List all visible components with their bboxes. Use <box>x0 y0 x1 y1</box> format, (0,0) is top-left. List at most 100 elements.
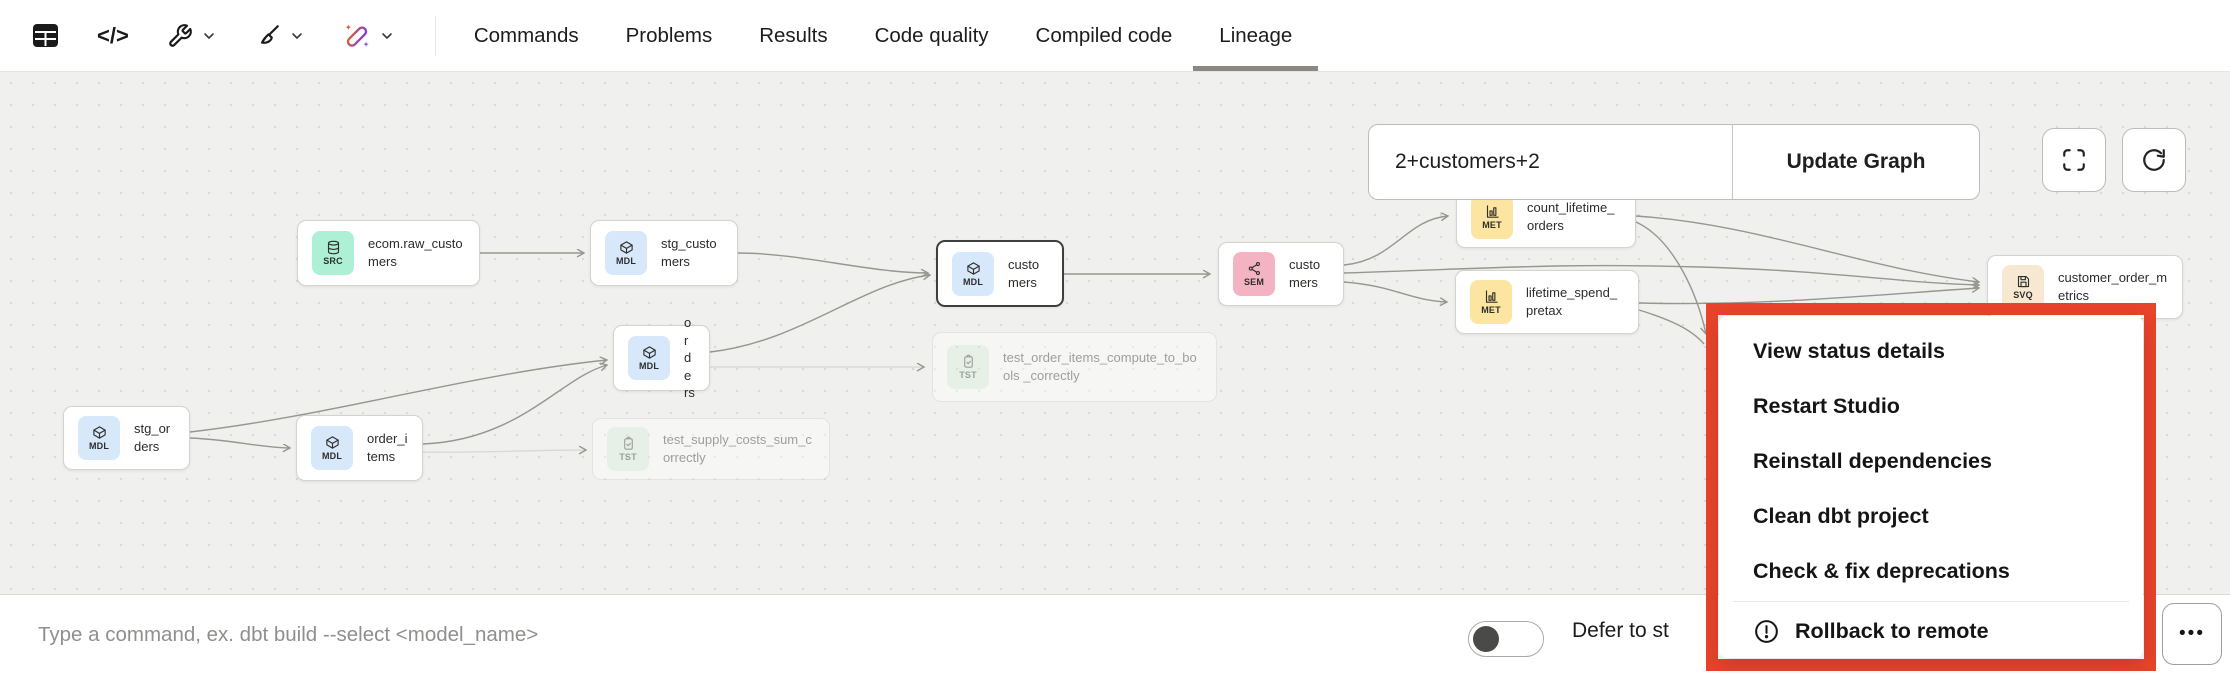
refresh-icon <box>2143 149 2165 171</box>
metric-icon: MET <box>1470 280 1512 324</box>
code-button[interactable]: </> <box>97 22 129 48</box>
lineage-edge <box>709 275 930 353</box>
panel-tabs: Commands Problems Results Code quality Compi… <box>473 0 1319 71</box>
lineage-edge <box>422 365 607 445</box>
node-label: lifetime_spend_pretax <box>1526 285 1618 318</box>
menu-item-check-fix-deprecations[interactable]: Check & fix deprecations <box>1719 544 2143 599</box>
menu-item-label: Clean dbt project <box>1753 504 1929 528</box>
lineage-edge <box>1343 264 1979 285</box>
menu-item-restart-studio[interactable]: Restart Studio <box>1719 379 2143 434</box>
update-graph-button[interactable]: Update Graph <box>1786 150 1926 173</box>
lineage-node-test-order-items-bools[interactable]: TST test_order_items_compute_to_bools _co… <box>932 332 1217 402</box>
node-label: order_items <box>367 431 408 464</box>
refresh-graph-button[interactable] <box>2122 128 2186 192</box>
menu-item-rollback-to-remote[interactable]: Rollback to remote <box>1719 604 2143 658</box>
top-toolbar: </> <box>0 0 2230 72</box>
alert-circle-icon <box>1755 620 1778 643</box>
wrench-icon <box>169 23 192 47</box>
lineage-node-stg-orders[interactable]: MDL stg_orders <box>63 406 190 470</box>
table-icon <box>33 24 58 47</box>
menu-item-label: Restart Studio <box>1753 394 1900 418</box>
fullscreen-icon <box>2063 149 2085 171</box>
lineage-edge <box>1638 288 1979 305</box>
lineage-node-customers-model[interactable]: MDL customers <box>936 240 1064 307</box>
node-label: test_supply_costs_sum_correctly <box>663 432 812 465</box>
lineage-edge <box>1635 215 1979 282</box>
semantic-icon: SEM <box>1233 252 1275 296</box>
menu-divider <box>1733 601 2129 602</box>
toggle-knob <box>1473 625 1499 652</box>
lineage-node-lifetime-spend-pretax[interactable]: MET lifetime_spend_pretax <box>1455 270 1639 334</box>
saved-query-icon: SVQ <box>2002 265 2044 309</box>
cube-icon: MDL <box>952 251 994 296</box>
command-input[interactable] <box>36 621 1416 648</box>
database-icon: SRC <box>312 231 354 275</box>
node-label: count_lifetime_orders <box>1527 200 1615 233</box>
menu-item-reinstall-dependencies[interactable]: Reinstall dependencies <box>1719 434 2143 489</box>
clean-tools-button[interactable] <box>249 17 311 55</box>
test-icon: TST <box>947 345 989 389</box>
chevron-down-icon <box>292 32 302 39</box>
lineage-node-orders[interactable]: MDL orders <box>613 315 710 400</box>
node-label: customers <box>1008 256 1040 290</box>
node-label: customer_order_metrics <box>2058 270 2168 303</box>
magic-wand-icon <box>345 24 369 47</box>
action-icons: </> <box>26 16 401 56</box>
lineage-node-ecom-raw-customers[interactable]: SRC ecom.raw_customers <box>297 220 480 286</box>
lineage-edge <box>189 360 607 433</box>
menu-item-label: Reinstall dependencies <box>1753 449 1992 473</box>
tab-results[interactable]: Results <box>759 23 828 47</box>
broom-icon <box>260 24 279 44</box>
cube-icon: MDL <box>78 416 120 460</box>
defer-toggle[interactable] <box>1468 621 1544 657</box>
node-label: orders <box>684 315 695 401</box>
tab-problems[interactable]: Problems <box>625 23 713 47</box>
chevron-down-icon <box>204 32 214 39</box>
metric-icon: MET <box>1471 195 1513 239</box>
chevron-down-icon <box>382 32 392 39</box>
lineage-node-customers-semantic[interactable]: SEM customers <box>1218 242 1344 306</box>
ai-assist-button[interactable] <box>337 16 401 56</box>
lineage-edge <box>737 252 928 273</box>
lineage-edge <box>1343 281 1447 302</box>
fullscreen-button[interactable] <box>2042 128 2106 192</box>
tab-code-quality[interactable]: Code quality <box>874 23 989 47</box>
cube-icon: MDL <box>605 231 647 275</box>
node-label: customers <box>1289 257 1321 290</box>
node-label: ecom.raw_customers <box>368 236 463 269</box>
node-label: stg_customers <box>661 236 717 269</box>
menu-item-view-status-details[interactable]: View status details <box>1719 324 2143 379</box>
tab-compiled-code[interactable]: Compiled code <box>1035 23 1173 47</box>
more-options-button[interactable]: ••• <box>2162 603 2222 665</box>
cube-icon: MDL <box>311 426 353 470</box>
toolbar-divider <box>434 15 436 56</box>
lineage-edges <box>189 72 2230 594</box>
lineage-edge <box>1638 309 1705 345</box>
lineage-node-stg-customers[interactable]: MDL stg_customers <box>590 220 738 286</box>
node-label: test_order_items_compute_to_bools _corre… <box>1003 350 1197 383</box>
build-tools-button[interactable] <box>161 17 223 55</box>
defer-label: Defer to st <box>1572 619 1669 642</box>
lineage-edge <box>1343 216 1448 266</box>
lineage-edge <box>1635 221 1706 334</box>
selector-input[interactable] <box>1369 125 1732 199</box>
selector-divider <box>1732 125 1733 199</box>
node-label: stg_orders <box>134 421 171 454</box>
lineage-edge <box>422 450 586 452</box>
menu-item-clean-dbt-project[interactable]: Clean dbt project <box>1719 489 2143 544</box>
lineage-node-test-supply-costs[interactable]: TST test_supply_costs_sum_correctly <box>592 418 830 480</box>
menu-item-label: Check & fix deprecations <box>1753 559 2010 583</box>
cube-icon: MDL <box>628 336 670 380</box>
graph-selector-bar: Update Graph <box>1368 124 1980 200</box>
ellipsis-icon: ••• <box>2179 623 2205 644</box>
test-icon: TST <box>607 427 649 471</box>
menu-item-label: View status details <box>1753 339 1945 363</box>
tab-lineage[interactable]: Lineage <box>1193 0 1319 71</box>
tab-commands[interactable]: Commands <box>473 23 579 47</box>
table-view-button[interactable] <box>26 17 65 54</box>
menu-item-label: Rollback to remote <box>1795 619 1989 643</box>
lineage-node-order-items[interactable]: MDL order_items <box>296 415 423 481</box>
